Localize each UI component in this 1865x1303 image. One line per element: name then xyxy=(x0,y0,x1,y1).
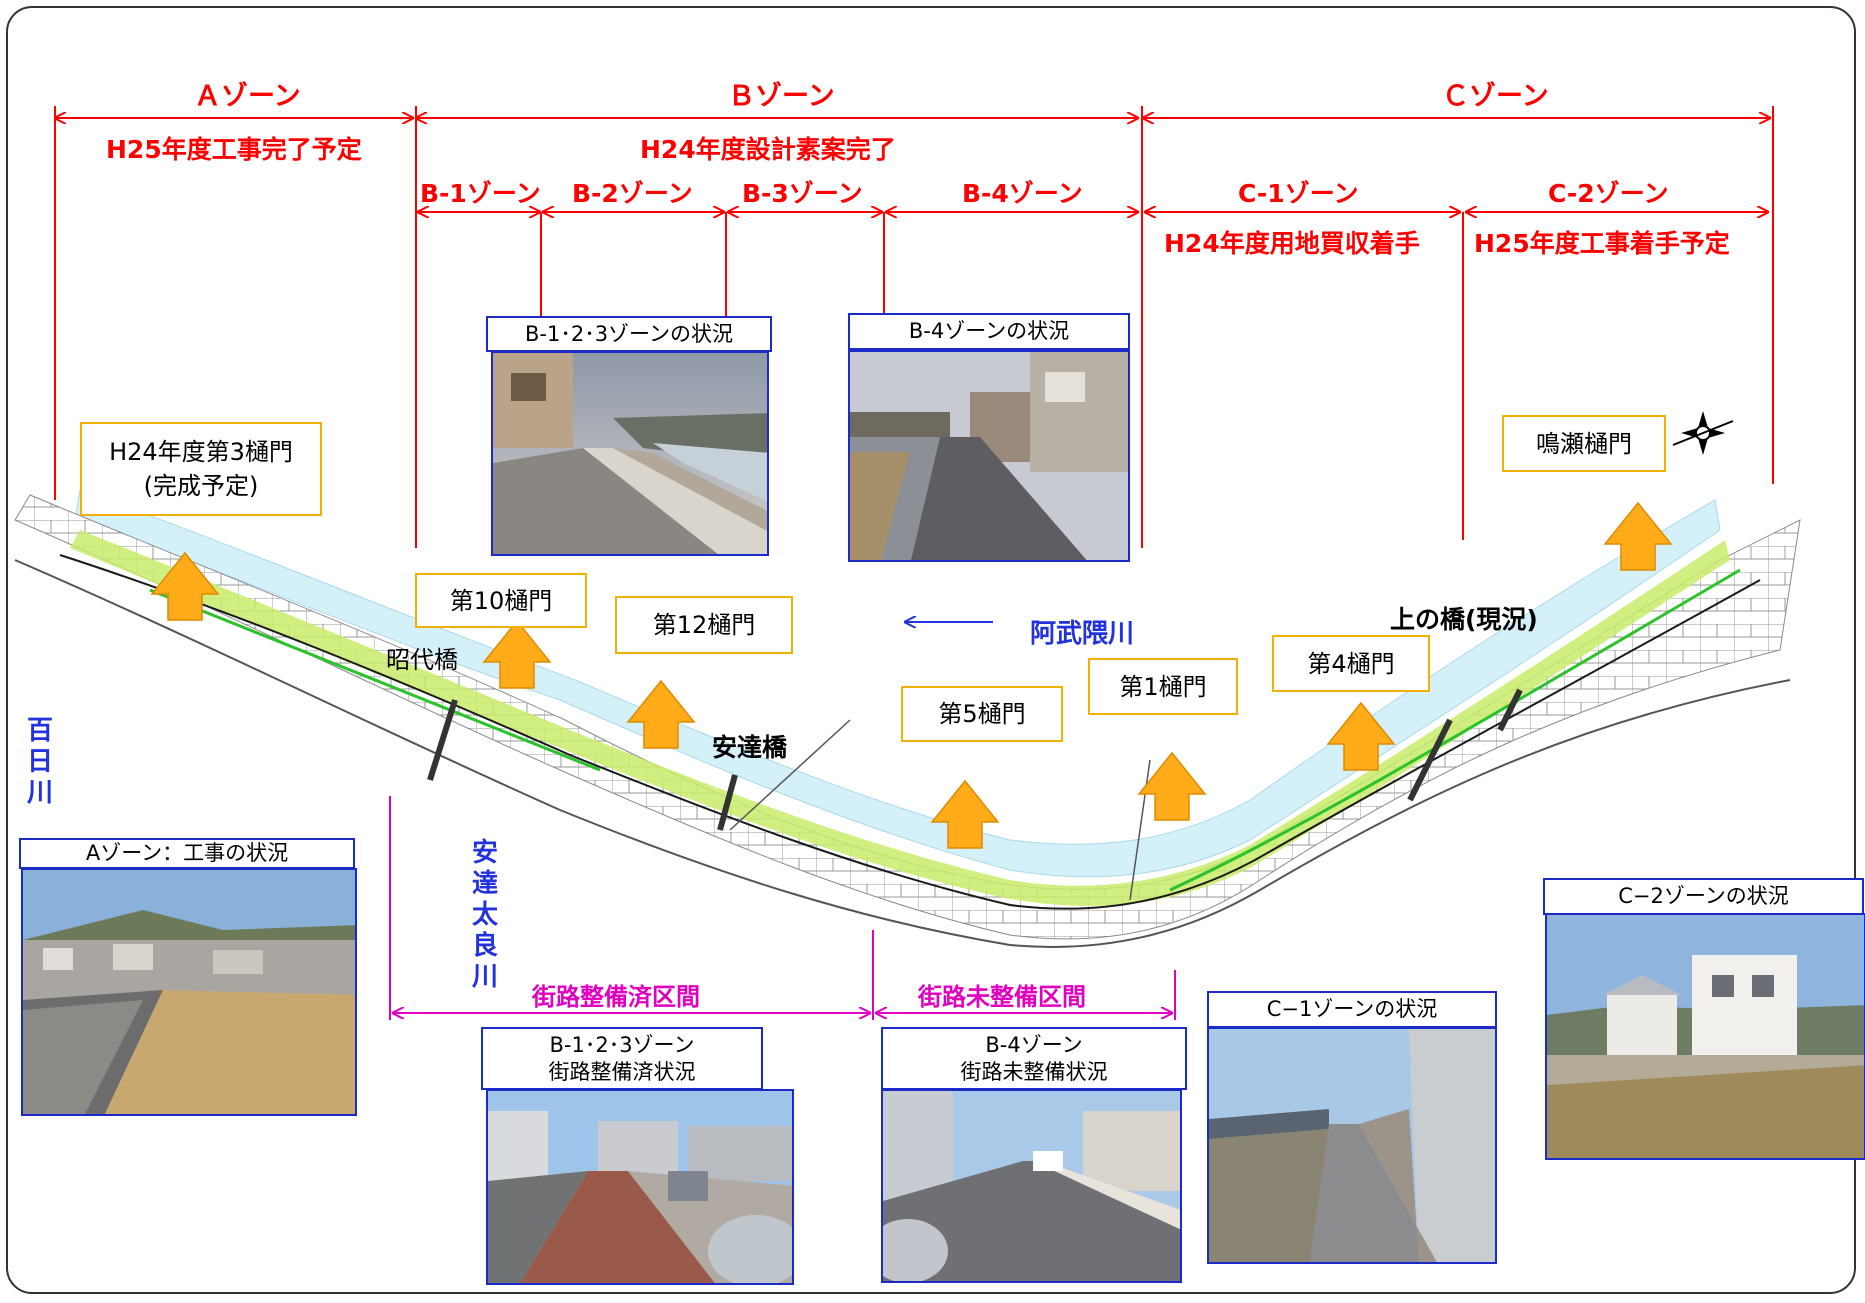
zone-dimension-lines xyxy=(54,106,1774,548)
road-levee-green xyxy=(149,588,601,772)
photo-b4-street-line1: B-4ゾーン xyxy=(985,1032,1083,1057)
showa-bridge-line xyxy=(427,699,458,781)
photo-c2-caption: C−2ゾーンの状況 xyxy=(1543,878,1864,915)
zone-c-title: Ｃゾーン xyxy=(1442,81,1549,112)
arrow-gate3 xyxy=(150,551,220,621)
top-bridge-line xyxy=(1497,688,1523,732)
photo-a-image xyxy=(21,868,357,1116)
photo-b123-street-image xyxy=(486,1089,794,1285)
photo-b123-street-line2: 街路整備済状況 xyxy=(548,1059,696,1084)
gate3-box: H24年度第3樋門 (完成予定) xyxy=(80,422,322,516)
photo-b4-street-line2: 街路未整備状況 xyxy=(960,1059,1108,1084)
arrow-gate5 xyxy=(930,779,1000,849)
zone-c2-status: H25年度工事着手予定 xyxy=(1474,229,1730,258)
gate3-line2: (完成予定) xyxy=(143,472,259,500)
photo-b123-street-caption: B-1･2･3ゾーン 街路整備済状況 xyxy=(481,1027,763,1090)
photo-c1-image xyxy=(1207,1027,1497,1264)
photo-b4-image xyxy=(848,350,1130,562)
gate1-box: 第1樋門 xyxy=(1088,658,1238,715)
zone-b-status: H24年度設計素案完了 xyxy=(640,135,896,164)
city-blocks xyxy=(14,494,1801,940)
arrow-gate12 xyxy=(626,679,696,749)
zone-b3-title: B-3ゾーン xyxy=(742,179,863,208)
zone-b2-title: B-2ゾーン xyxy=(572,179,693,208)
photo-b4-street-caption: B-4ゾーン 街路未整備状況 xyxy=(881,1027,1187,1090)
zone-c1-status: H24年度用地買収着手 xyxy=(1164,229,1420,258)
uenohashi-bridge-line xyxy=(1407,718,1453,802)
uenohashi-label: 上の橋(現況) xyxy=(1390,605,1538,634)
zone-b1-title: B-1ゾーン xyxy=(420,179,541,208)
photo-b123-image xyxy=(491,351,769,556)
arrow-gate4 xyxy=(1326,701,1396,771)
zone-a-title: Ａゾーン xyxy=(194,81,301,112)
road-main xyxy=(14,559,1791,948)
adachi-bridge-label: 安達橋 xyxy=(712,733,788,762)
photo-b123-caption: B-1･2･3ゾーンの状況 xyxy=(486,316,772,352)
gate4-box: 第4樋門 xyxy=(1272,635,1430,692)
zone-c2-title: C-2ゾーン xyxy=(1548,179,1669,208)
zone-b4-title: B-4ゾーン xyxy=(962,179,1083,208)
zone-b-title: Ｂゾーン xyxy=(728,81,835,112)
road-levee-green-c xyxy=(1169,568,1741,892)
photo-a-caption: Aゾーン：工事の状況 xyxy=(19,838,355,869)
route-line-2 xyxy=(1129,759,1151,901)
arrow-naruse xyxy=(1603,501,1673,571)
arrow-gate1 xyxy=(1137,751,1207,821)
compass-icon xyxy=(1672,411,1734,455)
naruse-gate-box: 鳴瀬樋門 xyxy=(1502,415,1666,472)
zone-a-status: H25年度工事完了予定 xyxy=(106,135,362,164)
levee-strip xyxy=(70,530,1730,906)
gate3-line1: H24年度第3樋門 xyxy=(109,438,293,466)
gate5-box: 第5樋門 xyxy=(901,686,1063,742)
adatara-river-label: 安達太良川 xyxy=(471,838,498,992)
momoka-river-label: 百日川 xyxy=(26,716,53,808)
route-line-1 xyxy=(729,719,851,831)
adachi-bridge-line xyxy=(717,774,738,831)
photo-b4-caption: B-4ゾーンの状況 xyxy=(848,313,1130,350)
abukuma-river-label: 阿武隈川 xyxy=(1030,619,1135,649)
street-undone-label: 街路未整備区間 xyxy=(918,983,1086,1011)
photo-c2-image xyxy=(1545,913,1865,1160)
photo-b4-street-image xyxy=(881,1089,1182,1283)
zone-c1-title: C-1ゾーン xyxy=(1238,179,1359,208)
road-levee xyxy=(59,554,1761,910)
showa-bridge-label: 昭代橋 xyxy=(386,646,458,674)
street-done-label: 街路整備済区間 xyxy=(532,983,700,1011)
photo-c1-caption: C−1ゾーンの状況 xyxy=(1207,991,1497,1028)
arrow-gate10 xyxy=(482,619,552,689)
street-dimension-lines xyxy=(389,796,1176,1020)
photo-b123-street-line1: B-1･2･3ゾーン xyxy=(549,1032,695,1057)
gate12-box: 第12樋門 xyxy=(615,596,793,654)
gate-arrows xyxy=(150,501,1673,849)
gate10-box: 第10樋門 xyxy=(415,573,587,628)
